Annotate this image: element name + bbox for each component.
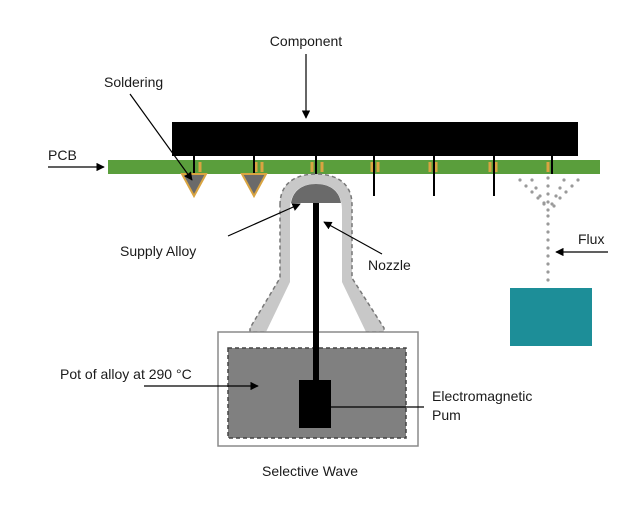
label-component: Component <box>270 33 342 49</box>
label-pump-line1: Electromagnetic <box>432 388 532 404</box>
electromagnetic-pump <box>299 380 331 428</box>
soldering-arrow <box>129 93 193 181</box>
solder-joint <box>180 173 208 199</box>
solder-joint <box>240 173 268 199</box>
label-supply-alloy: Supply Alloy <box>120 243 196 259</box>
label-flux: Flux <box>578 231 604 247</box>
flux-spray <box>518 176 580 282</box>
label-nozzle: Nozzle <box>368 257 411 273</box>
component-block <box>172 122 578 156</box>
caption: Selective Wave <box>262 463 358 479</box>
pump-rod <box>313 203 319 381</box>
label-pump-line2: Pum <box>432 407 461 423</box>
label-pot: Pot of alloy at 290 °C <box>60 366 192 382</box>
supply-alloy-arrow <box>227 203 301 237</box>
label-soldering: Soldering <box>104 74 163 90</box>
supply-alloy-tip <box>291 184 341 203</box>
pcb-board <box>108 160 600 174</box>
pcb-pads <box>198 162 550 172</box>
label-pcb: PCB <box>48 147 77 163</box>
nozzle-arrow <box>323 221 383 255</box>
flux-box <box>510 288 592 346</box>
